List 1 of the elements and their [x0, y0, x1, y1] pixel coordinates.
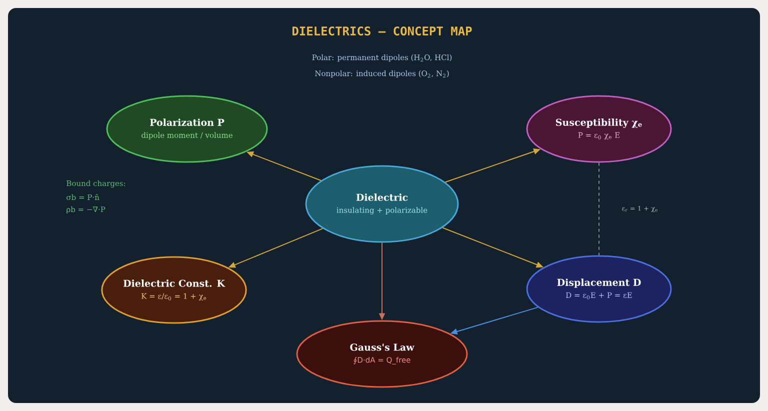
title: DIELECTRICS — CONCEPT MAP — [292, 26, 472, 36]
